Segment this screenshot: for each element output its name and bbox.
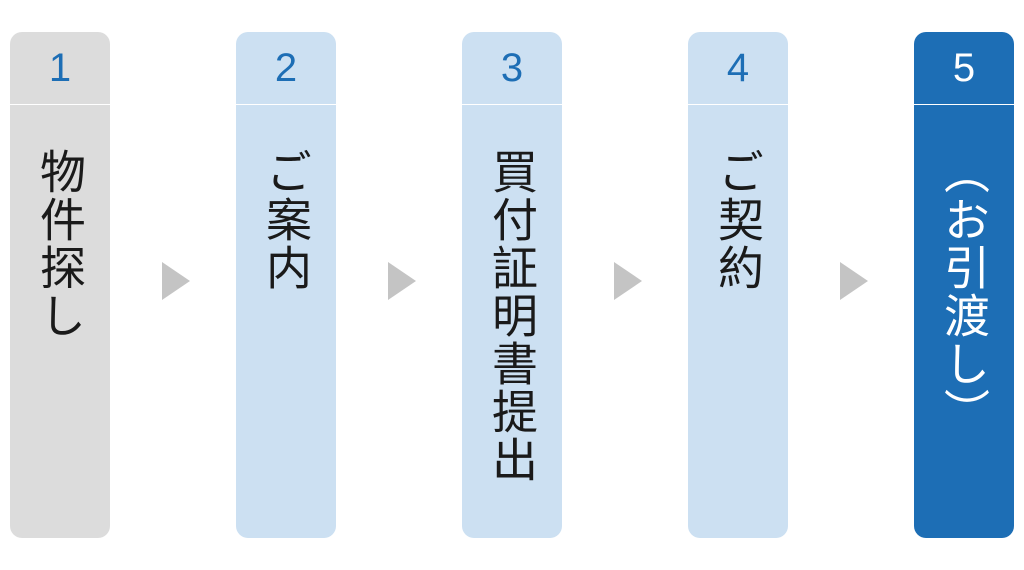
step-4-box: 4 ご契約 (688, 32, 788, 538)
step-1-number: 1 (48, 46, 72, 90)
step-3-number: 3 (500, 46, 524, 90)
step-4-number: 4 (726, 46, 750, 90)
step-5-label: （お引渡し） (937, 148, 991, 436)
triangle-right-icon (388, 262, 416, 300)
triangle-right-icon (162, 262, 190, 300)
step-3-divider (462, 104, 562, 105)
step-5-box: 5 （お引渡し） (914, 32, 1014, 538)
step-2-label: ご案内 (259, 148, 313, 292)
step-4-label: ご契約 (711, 148, 765, 292)
step-2-number: 2 (274, 46, 298, 90)
step-1-divider (10, 104, 110, 105)
step-3-box: 3 買付証明書提出 (462, 32, 562, 538)
triangle-right-icon (614, 262, 642, 300)
step-5-divider (914, 104, 1014, 105)
step-2-box: 2 ご案内 (236, 32, 336, 538)
step-4-divider (688, 104, 788, 105)
step-1-label: 物件探し (33, 148, 87, 340)
step-2-divider (236, 104, 336, 105)
step-1-box: 1 物件探し (10, 32, 110, 538)
step-5-number: 5 (952, 46, 976, 90)
triangle-right-icon (840, 262, 868, 300)
step-3-label: 買付証明書提出 (485, 148, 539, 484)
